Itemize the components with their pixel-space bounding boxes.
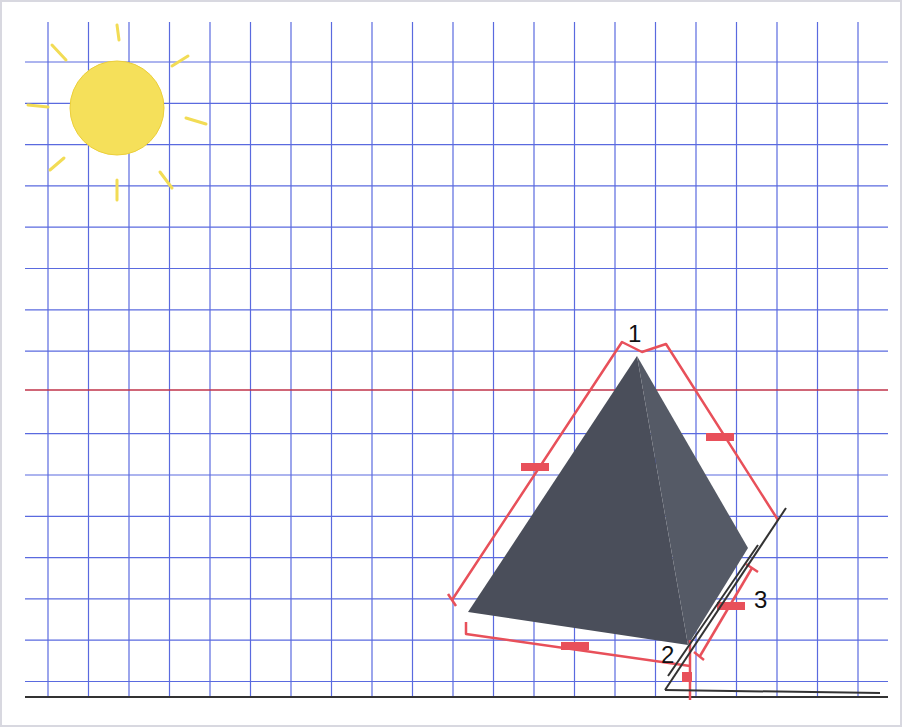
grid-line <box>47 22 48 697</box>
grid-line <box>25 61 888 62</box>
grid-line <box>25 268 888 269</box>
grid-line <box>25 227 888 228</box>
sun <box>28 25 206 200</box>
callout-number: 2 <box>661 643 674 667</box>
grid-line <box>25 351 888 352</box>
grid <box>25 22 888 697</box>
callout-number: 1 <box>628 322 641 346</box>
grid-line <box>25 185 888 186</box>
shadow-lines <box>665 508 880 693</box>
grid-line <box>169 22 170 697</box>
ground-line <box>25 696 888 698</box>
grid-line <box>412 22 413 697</box>
grid-line <box>331 22 332 697</box>
grid-line <box>25 144 888 145</box>
horizon-line <box>25 389 888 391</box>
grid-line <box>25 309 888 310</box>
pyramid <box>468 356 748 645</box>
grid-line <box>857 22 858 697</box>
red-outline <box>448 342 778 700</box>
grid-line <box>817 22 818 697</box>
grid-line <box>25 640 888 641</box>
grid-line <box>25 474 888 475</box>
grid-line <box>290 22 291 697</box>
grid-line <box>776 22 777 697</box>
grid-line <box>209 22 210 697</box>
grid-line <box>25 516 888 517</box>
grid-line <box>25 681 888 682</box>
grid-line <box>371 22 372 697</box>
tick-marks <box>521 433 745 682</box>
grid-line <box>25 557 888 558</box>
grid-line <box>250 22 251 697</box>
callout-number: 3 <box>754 588 767 612</box>
grid-line <box>25 433 888 434</box>
